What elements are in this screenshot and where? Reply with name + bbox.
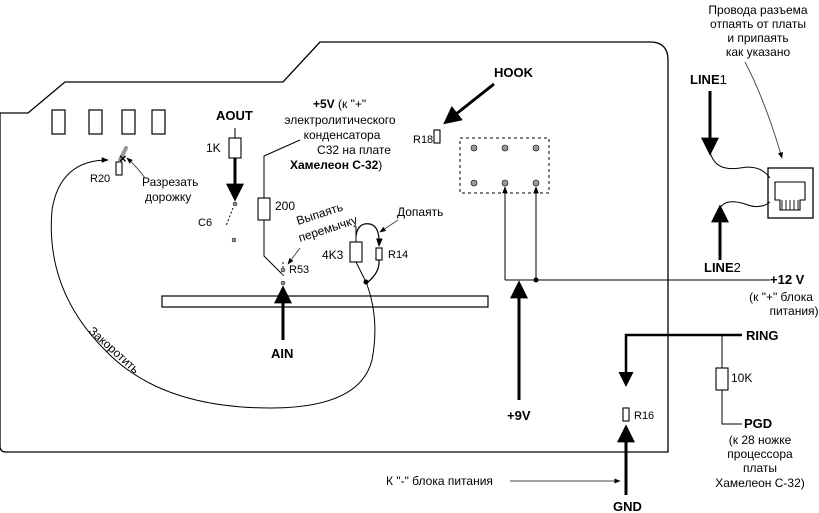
solder-leader [379,219,399,233]
r4k3-wire-bottom [355,261,367,283]
plus5v-note-4: Хамелеон С-32) [290,158,382,172]
c6-label: C6 [198,217,212,229]
r16-label: R16 [634,410,654,422]
r16-resistor [622,407,630,422]
c6-top-pad [232,201,238,207]
r200-wire [263,220,283,275]
top-note: Провода разъема отпаять от платы и припа… [708,3,808,59]
pgd-wire [721,390,742,425]
cut-x: × [119,151,127,166]
c6-bottom-pad [231,237,237,243]
plus5v-label: +5V (к "+" [313,97,366,111]
line2-wire [719,201,771,209]
solder-wire [355,223,383,247]
line1-wire [709,151,771,179]
r18-label: R18 [413,134,433,146]
plus5v-note-1: электролитического [284,113,396,127]
jumper-leader [287,247,301,265]
svg-text:как указано: как указано [726,45,791,59]
svg-text:и припаять: и припаять [727,31,788,45]
r10k-label: 10K [731,371,752,385]
cut-mark [118,146,128,162]
note-leader [744,61,783,159]
plus12v-node [533,277,539,283]
r1k-resistor [228,137,242,159]
pgd-note-2: процессора [727,447,793,461]
c6-body [225,207,234,227]
svg-text:отпаять от платы: отпаять от платы [710,17,806,31]
ring-label: RING [746,328,779,343]
r4k3-node [363,279,369,285]
r14-label: R14 [388,249,408,261]
plus5v-leader [263,139,301,198]
ring-wire [618,333,742,387]
cut-leader [126,157,146,179]
hook-label: HOOK [494,65,534,80]
relay-pins [470,144,540,187]
plus9v-label: +9V [507,408,531,423]
solder-label: Допаять [397,205,443,219]
rj-connector [767,167,814,219]
connector-slots [51,109,166,135]
short-label: Закоротить [86,324,142,377]
r200-resistor [257,197,271,221]
r14-resistor [375,247,383,261]
r4k3-resistor [349,241,363,263]
svg-text:Провода разъема: Провода разъема [708,3,808,17]
hook-arrow [443,82,495,125]
gnd-label: GND [613,499,642,513]
r1k-label: 1K [206,141,221,155]
board-outline [0,41,669,453]
plus12v-label: +12 V [770,272,805,287]
cut-label-2: дорожку [145,190,191,204]
r20-label: R20 [90,173,110,185]
ain-label: AIN [271,346,293,361]
r10k-resistor [715,367,729,391]
plus5v-note-3: С32 на плате [317,143,391,157]
line1-label: LINE1 [690,72,727,87]
minus-note: К "-" блока питания [386,474,493,488]
r53-pad-bottom [280,280,286,286]
cut-label-1: Разрезать [142,175,198,189]
r4k3-label: 4K3 [322,248,344,262]
r18-resistor [433,129,441,144]
pgd-label: PGD [744,416,772,431]
pgd-note-1: (к 28 ножке [729,433,792,447]
edge-bar [161,295,489,308]
r200-label: 200 [275,199,295,213]
pgd-note-3: платы [743,461,777,475]
r20-resistor [115,161,123,176]
plus12v-note-1: (к "+" блока [749,290,813,304]
aout-label: AOUT [216,108,253,123]
line2-label: LINE2 [704,260,741,275]
r53-pad-top [280,267,286,273]
short-wire [50,157,376,409]
r53-label: R53 [289,264,309,276]
plus5v-note-2: конденсатора [304,128,381,142]
plus12v-note-2: питания) [769,304,818,318]
solder-wire-2 [367,259,380,283]
pgd-note-4: Хамелеон С-32) [715,476,805,490]
